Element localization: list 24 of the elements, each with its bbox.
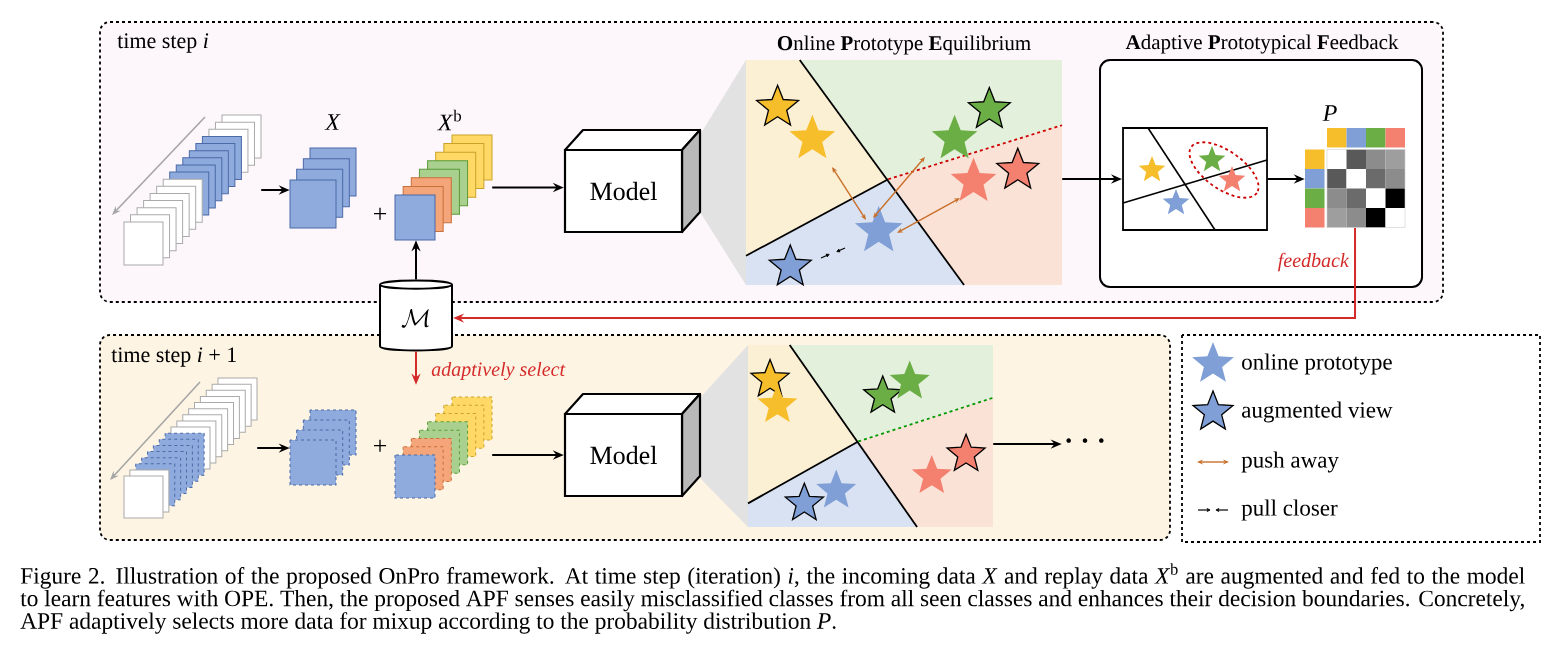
panel-heading: Online Prototype Equilibrium <box>777 35 1031 55</box>
matrix-label: P <box>1322 105 1337 121</box>
memory-cylinder: $\mathcal{M}$ <box>379 279 453 352</box>
stack-label: X <box>324 114 341 130</box>
node-label: Model <box>590 181 657 201</box>
plus-sign: + <box>374 207 387 220</box>
node-label: Adaptive Prototypical Feedback <box>1125 34 1399 54</box>
legend-label: online prototype <box>1242 353 1392 375</box>
edge-label: adaptively select <box>431 361 566 381</box>
boundary-sketch <box>1122 127 1268 231</box>
image-stack <box>123 377 258 519</box>
image-stack <box>289 409 357 486</box>
legend-label: pull closer <box>1241 499 1338 521</box>
legend-label: augmented view <box>1242 401 1393 423</box>
legend-label: push away <box>1241 451 1339 473</box>
plus-sign: + <box>374 439 387 452</box>
image-stack <box>394 396 493 499</box>
model-block: Model <box>563 60 746 285</box>
image-stack <box>123 114 262 266</box>
edge-label: feedback <box>1277 252 1350 272</box>
caption: Figure 2. Illustration of the proposed OnPro framework. At time step (iteration) i, the incoming data X and replay data X$^{b}$ are augmented and fed to the model to learn features with OPE. Then, the proposed APF senses easily misclassified classes from all seen classes and enhances their decision boundaries. Concretely, APF adaptively selects more data for mixup according to the probability distribution P. <box>20 563 1525 634</box>
feature-space-drawing <box>747 344 994 528</box>
stack-label: X$^{b}$ <box>437 109 462 131</box>
ellipsis: · · · <box>1066 438 1104 443</box>
